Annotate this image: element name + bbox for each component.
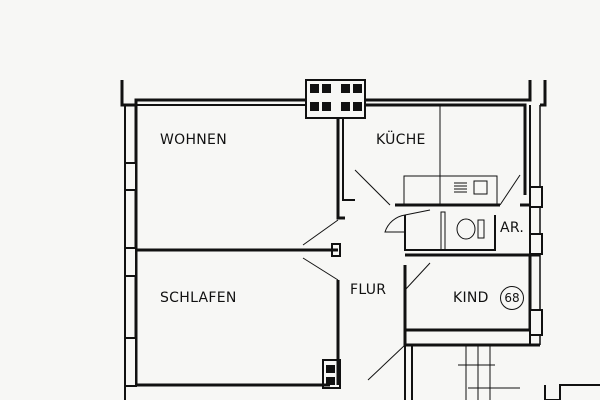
room-label-kind: KIND	[453, 290, 489, 306]
room-label-ar: AR.	[500, 220, 525, 236]
walls	[120, 79, 600, 400]
apartment-number-badge: 68	[500, 286, 524, 310]
room-label-schlafen: SCHLAFEN	[160, 290, 237, 306]
room-label-kueche: KÜCHE	[376, 132, 426, 148]
room-label-flur: FLUR	[350, 282, 387, 298]
room-label-wohnen: WOHNEN	[160, 132, 227, 148]
kitchen-counter	[403, 105, 498, 205]
windows	[124, 162, 543, 387]
chimney-flues	[310, 84, 362, 385]
staircase	[458, 345, 520, 400]
toilet	[440, 211, 485, 251]
doors	[302, 169, 521, 381]
